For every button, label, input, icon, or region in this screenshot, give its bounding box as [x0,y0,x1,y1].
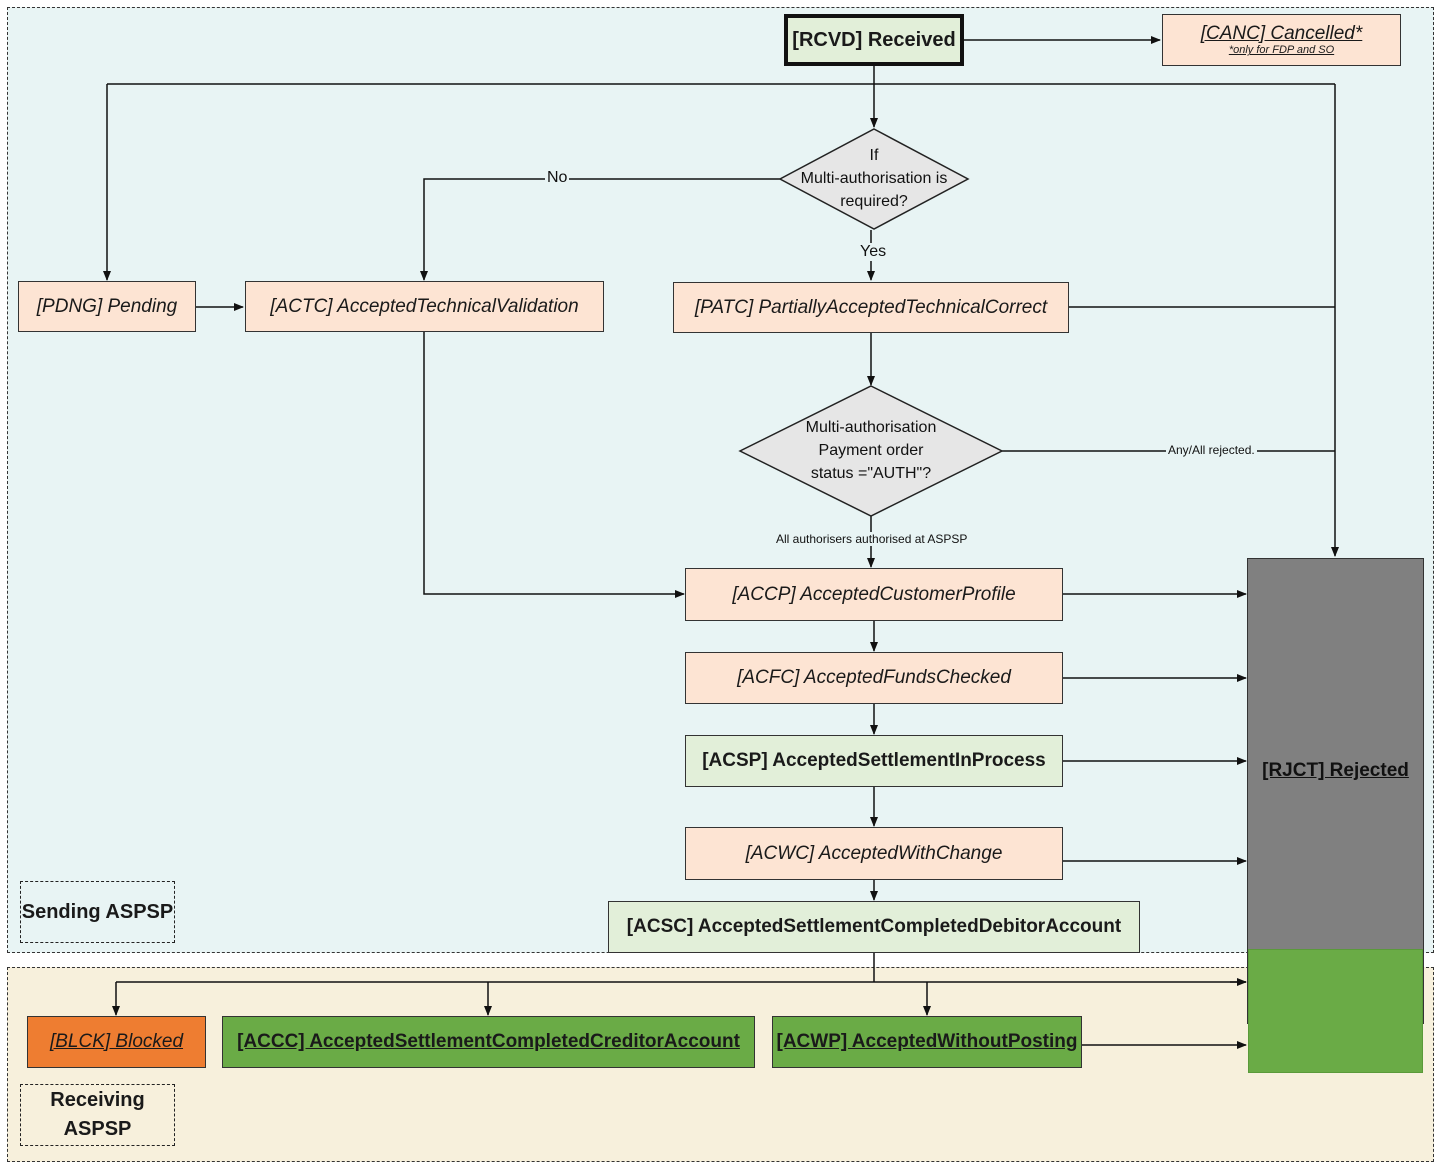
sending-aspsp-label: Sending ASPSP [20,881,175,943]
edge-actc-accp [423,332,685,598]
decision-multi-auth-required [778,128,970,230]
edge-label-all-authorised: All authorisers authorised at ASPSP [774,532,970,546]
rjct-rejected-label: [RJCT] Rejected [1262,760,1409,781]
canc-cancelled-label: [CANC] Cancelled* [1200,22,1363,44]
decision1-line2: Multi-authorisation is [800,170,948,187]
edge-no-actc [420,178,780,281]
decision-auth-status [738,385,1004,517]
acwc-box: [ACWC] AcceptedWithChange [685,827,1063,880]
actc-box: [ACTC] AcceptedTechnicalValidation [245,281,604,332]
decision2-line3: status ="AUTH"? [810,465,932,482]
acsc-box: [ACSC] AcceptedSettlementCompletedDebito… [608,901,1140,953]
edge-label-any-all-rejected: Any/All rejected. [1166,443,1257,457]
patc-box: [PATC] PartiallyAcceptedTechnicalCorrect [673,282,1069,333]
blck-blocked-box: [BLCK] Blocked [27,1016,206,1068]
decision2-line2: Payment order [818,442,924,459]
decision-auth-status-text: Multi-authorisation Payment order status… [771,416,971,485]
canc-cancelled-box: [CANC] Cancelled* *only for FDP and SO [1162,14,1401,66]
decision1-line3: required? [840,193,908,210]
edge-label-yes: Yes [858,243,889,261]
accc-box: [ACCC] AcceptedSettlementCompletedCredit… [222,1016,755,1068]
accp-box: [ACCP] AcceptedCustomerProfile [685,568,1063,621]
edge-label-no: No [545,169,570,187]
rcvd-received-box: [RCVD] Received [784,14,964,66]
receiving-aspsp-label: Receiving ASPSP [20,1084,175,1146]
rjct-rejected-box-receiving [1248,949,1423,1073]
decision2-line1: Multi-authorisation [805,419,937,436]
decision-multi-auth-required-text: If Multi-authorisation is required? [784,144,964,213]
acfc-box: [ACFC] AcceptedFundsChecked [685,652,1063,704]
pdng-pending-box: [PDNG] Pending [18,281,196,332]
canc-note: *only for FDP and SO [1228,44,1335,57]
sending-aspsp-zone [7,7,1434,953]
decision1-line1: If [869,147,879,164]
acsp-box: [ACSP] AcceptedSettlementInProcess [685,735,1063,787]
acwp-box: [ACWP] AcceptedWithoutPosting [772,1016,1082,1068]
